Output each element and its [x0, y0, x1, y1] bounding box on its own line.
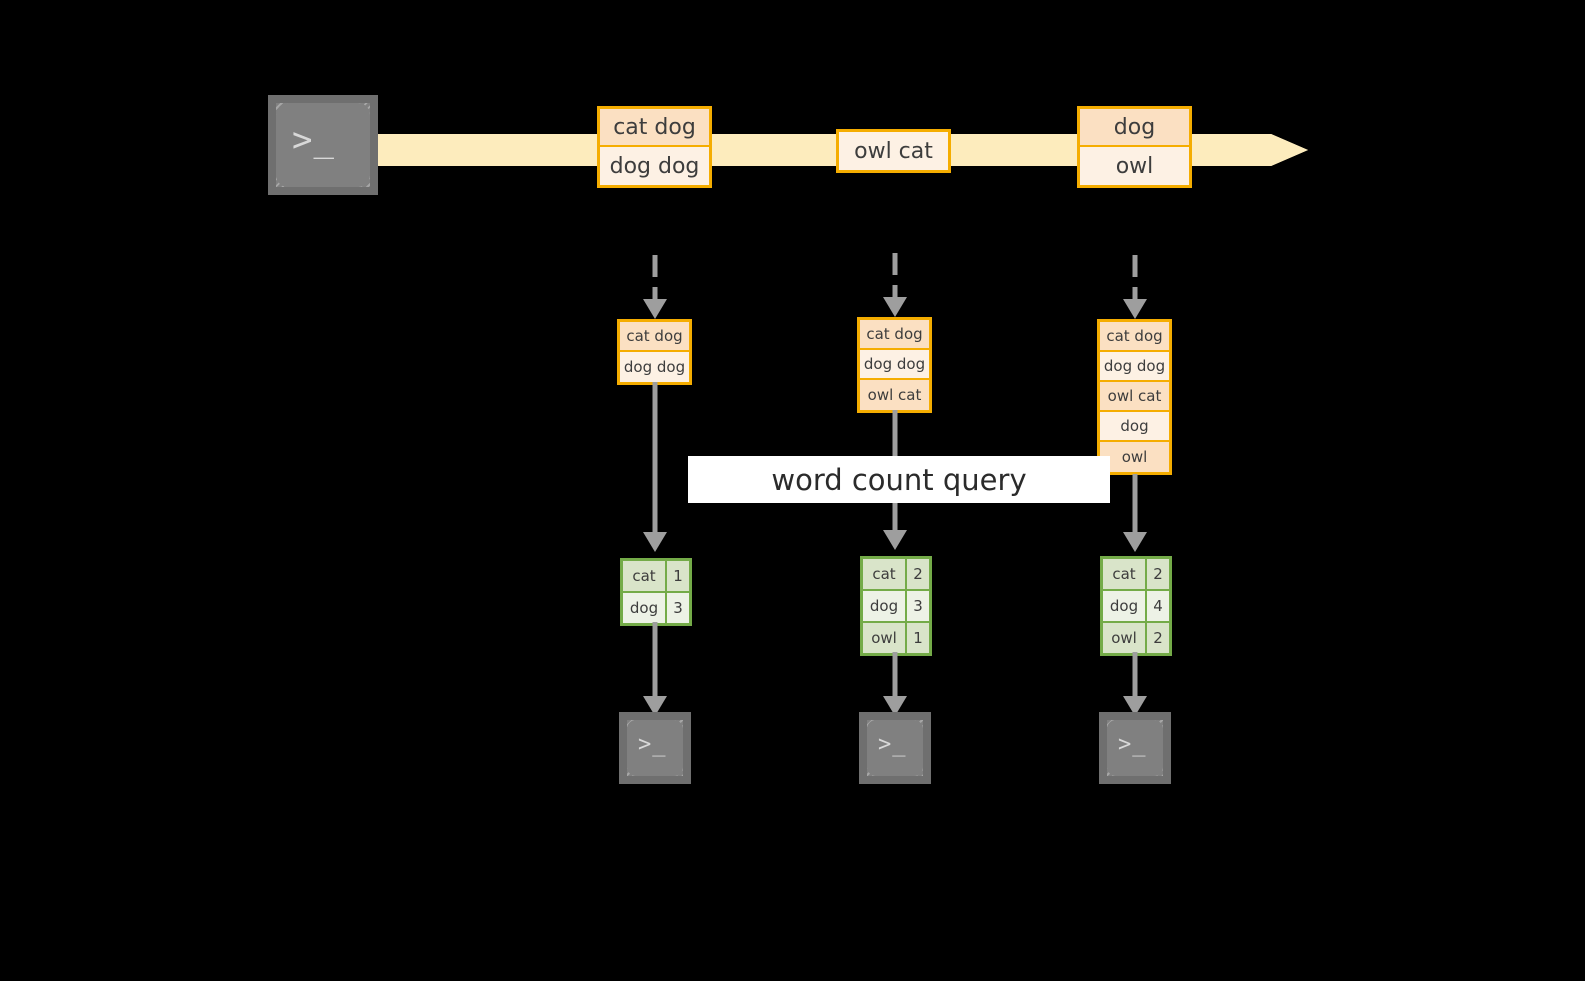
result-to-consumer-connector-2	[880, 652, 910, 718]
state-row: dog dog	[620, 352, 689, 382]
result-row: dog 3	[863, 591, 929, 623]
stream-event-2: owl cat	[836, 129, 951, 173]
result-count: 2	[1147, 559, 1169, 589]
result-count: 3	[907, 591, 929, 621]
state-row: cat dog	[860, 320, 929, 350]
state-row: cat dog	[620, 322, 689, 352]
terminal-prompt-glyph: >_	[1118, 732, 1147, 757]
stream-event-3: dog owl	[1077, 106, 1192, 188]
result-table-1: cat 1 dog 3	[620, 558, 692, 626]
result-count: 1	[907, 623, 929, 653]
state-row: dog	[1100, 412, 1169, 442]
stream-to-state-connector-3	[1120, 255, 1150, 321]
result-count: 4	[1147, 591, 1169, 621]
producer-terminal-icon: >_	[268, 95, 378, 195]
stream-event-line: owl cat	[839, 132, 948, 170]
terminal-prompt-glyph: >_	[638, 732, 667, 757]
result-row: dog 4	[1103, 591, 1169, 623]
result-to-consumer-connector-3	[1120, 652, 1150, 718]
state-row: dog dog	[860, 350, 929, 380]
result-table-3: cat 2 dog 4 owl 2	[1100, 556, 1172, 656]
consumer-terminal-icon-2: >_	[859, 712, 931, 784]
state-stack-2: cat dog dog dog owl cat	[857, 317, 932, 413]
result-word: cat	[863, 559, 907, 589]
consumer-terminal-icon-1: >_	[619, 712, 691, 784]
result-count: 2	[1147, 623, 1169, 653]
state-row: dog dog	[1100, 352, 1169, 382]
state-to-result-connector-1	[640, 382, 670, 554]
stream-event-line: dog	[1080, 109, 1189, 147]
state-row: cat dog	[1100, 322, 1169, 352]
state-row: owl cat	[1100, 382, 1169, 412]
result-row: cat 2	[863, 559, 929, 591]
terminal-prompt-glyph: >_	[878, 732, 907, 757]
stream-event-1: cat dog dog dog	[597, 106, 712, 188]
state-row: owl	[1100, 442, 1169, 472]
result-count: 2	[907, 559, 929, 589]
result-count: 1	[667, 561, 689, 591]
stream-to-state-connector-1	[640, 255, 670, 321]
state-stack-3: cat dog dog dog owl cat dog owl	[1097, 319, 1172, 475]
consumer-terminal-icon-3: >_	[1099, 712, 1171, 784]
result-word: dog	[623, 593, 667, 623]
state-stack-1: cat dog dog dog	[617, 319, 692, 385]
stream-event-line: dog dog	[600, 147, 709, 185]
stream-to-state-connector-2	[880, 253, 910, 319]
result-word: cat	[623, 561, 667, 591]
state-to-result-connector-3	[1120, 474, 1150, 554]
result-row: owl 2	[1103, 623, 1169, 653]
result-word: dog	[863, 591, 907, 621]
query-label: word count query	[688, 456, 1110, 503]
state-row: owl cat	[860, 380, 929, 410]
terminal-prompt-glyph: >_	[292, 120, 335, 160]
result-word: cat	[1103, 559, 1147, 589]
stream-event-line: owl	[1080, 147, 1189, 185]
result-table-2: cat 2 dog 3 owl 1	[860, 556, 932, 656]
result-row: cat 2	[1103, 559, 1169, 591]
stream-event-line: cat dog	[600, 109, 709, 147]
result-row: owl 1	[863, 623, 929, 653]
result-word: owl	[863, 623, 907, 653]
result-word: owl	[1103, 623, 1147, 653]
query-label-text: word count query	[771, 462, 1027, 497]
result-count: 3	[667, 593, 689, 623]
result-row: cat 1	[623, 561, 689, 593]
result-word: dog	[1103, 591, 1147, 621]
result-row: dog 3	[623, 593, 689, 623]
result-to-consumer-connector-1	[640, 622, 670, 718]
